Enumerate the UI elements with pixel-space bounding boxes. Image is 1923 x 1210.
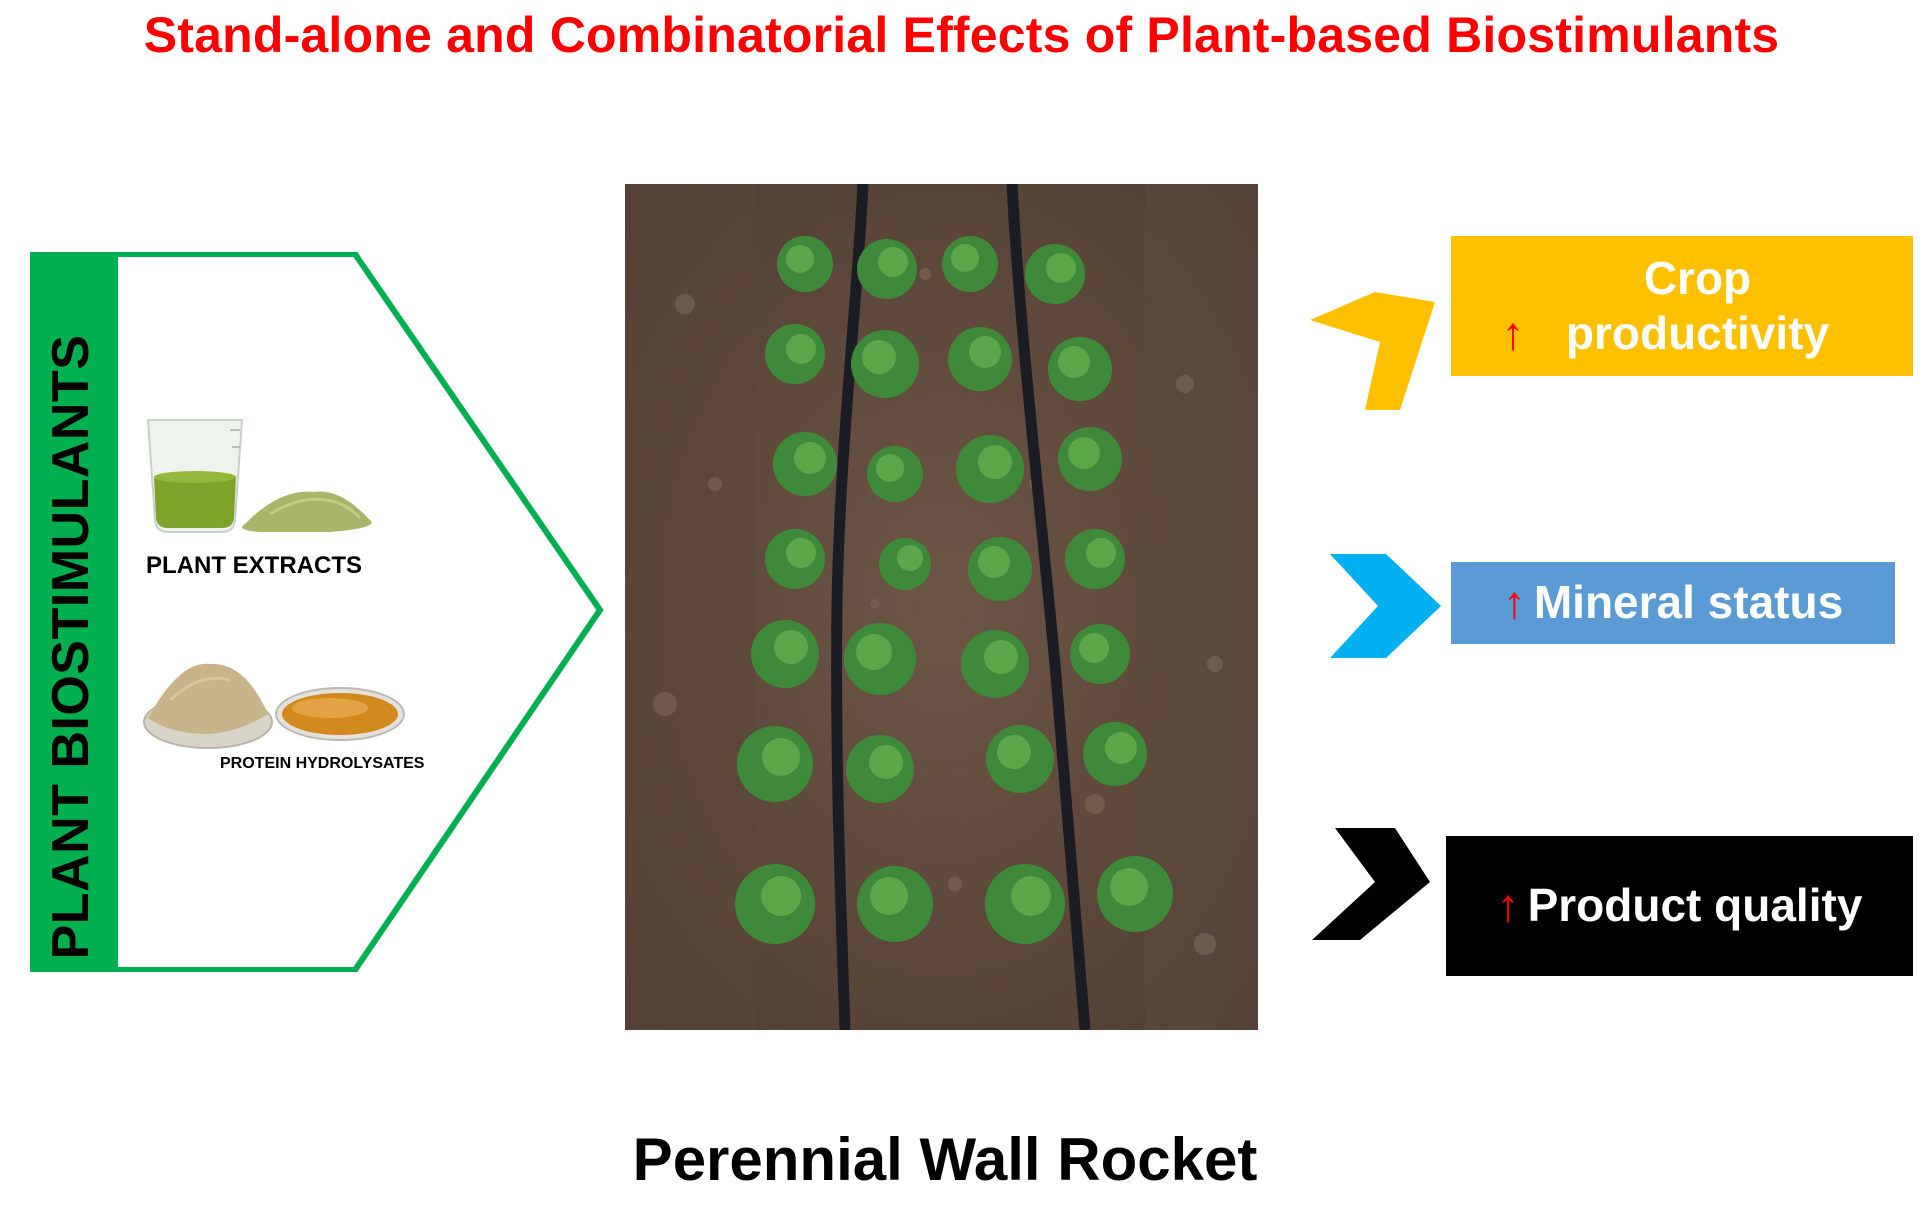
chevron-top-icon <box>1310 292 1435 410</box>
green-band <box>32 254 118 970</box>
outcome-label: Mineral status <box>1533 576 1844 629</box>
diagram-title: Stand-alone and Combinatorial Effects of… <box>143 7 1780 63</box>
rocket-plants <box>735 236 1173 944</box>
field-photo <box>625 184 1258 1030</box>
outcome-crop-productivity: ↑ Crop productivity <box>1451 236 1913 376</box>
biostimulants-panel: PLANT BIOSTIMULANTS PLANT EXTRACTS PROTE… <box>30 252 610 972</box>
crop-caption: Perennial Wall Rocket <box>632 1126 1258 1193</box>
outcome-label: Product quality <box>1527 879 1863 932</box>
outcome-product-quality: ↑Product quality <box>1446 836 1913 976</box>
up-arrow-icon: ↑ <box>1501 307 1525 359</box>
outcome-label: Crop productivity <box>1565 251 1830 359</box>
panel-shape <box>30 252 604 972</box>
up-arrow-icon: ↑ <box>1496 879 1520 932</box>
protein-hydrolysates-label: PROTEIN HYDROLYSATES <box>220 755 425 772</box>
liquid-dish-icon <box>275 687 405 741</box>
plant-extracts-label: PLANT EXTRACTS <box>146 552 362 579</box>
plant-biostimulants-label: PLANT BIOSTIMULANTS <box>42 334 100 960</box>
beaker-icon <box>146 419 244 533</box>
outcome-mineral-status: ↑Mineral status <box>1451 562 1895 644</box>
chevron-bottom-icon <box>1312 828 1430 940</box>
powder-pile-icon <box>242 491 372 532</box>
up-arrow-icon: ↑ <box>1502 576 1526 629</box>
chevron-middle-icon <box>1330 554 1441 658</box>
powder-dish-icon <box>143 663 273 749</box>
